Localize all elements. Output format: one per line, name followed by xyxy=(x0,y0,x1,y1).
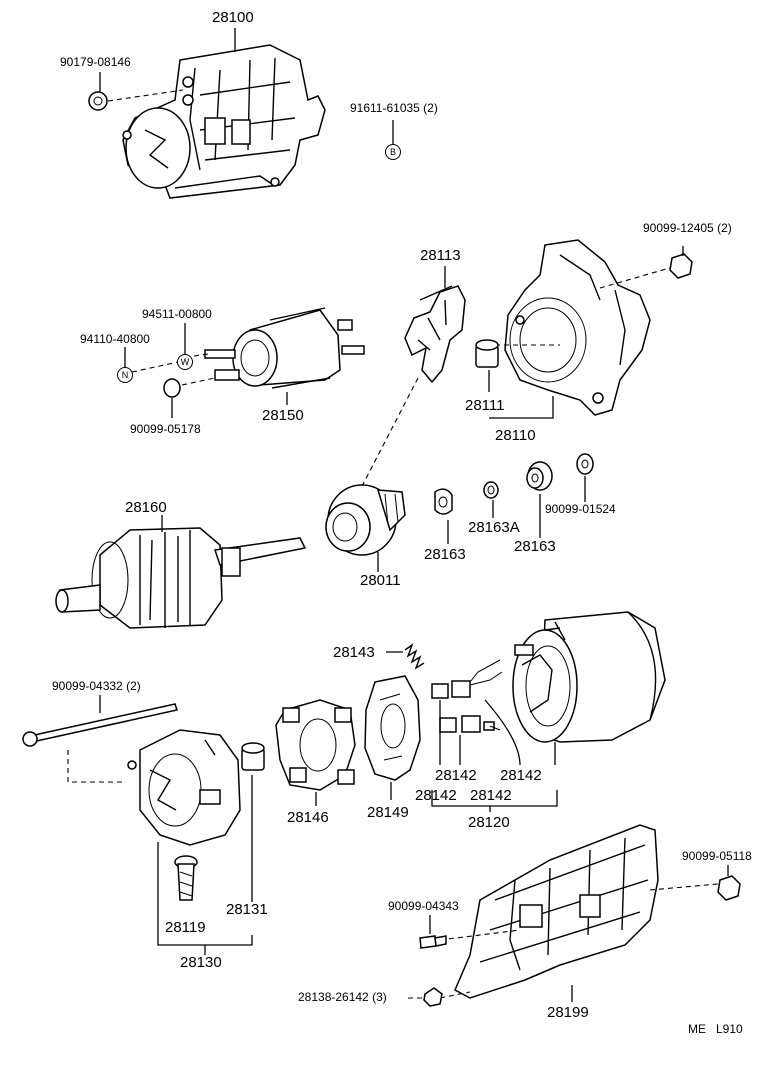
label-91611-61035: 91611-61035 (2) xyxy=(350,101,438,115)
plate-28149-drawing xyxy=(364,675,421,800)
label-28113: 28113 xyxy=(420,247,461,264)
label-28142-a: 28142 xyxy=(435,767,477,784)
label-28163-bearing: 28163 xyxy=(514,538,556,555)
brush-set-drawing xyxy=(431,671,503,733)
callout-badge-w: W xyxy=(177,354,193,370)
label-90099-04332: 90099-04332 (2) xyxy=(52,679,141,693)
bearing-28163-drawing xyxy=(526,461,553,538)
footer-code: ME L910 xyxy=(688,1022,743,1036)
label-90099-05118: 90099-05118 xyxy=(682,849,752,863)
label-28111: 28111 xyxy=(465,397,505,414)
snap-ring-28163A-drawing xyxy=(483,481,499,518)
label-28011: 28011 xyxy=(360,572,401,589)
label-90099-04343: 90099-04343 xyxy=(388,899,459,913)
starter-assembly-drawing xyxy=(122,44,326,199)
label-28163-retainer: 28163 xyxy=(424,546,466,563)
callout-badge-b: B xyxy=(385,144,401,160)
label-28131: 28131 xyxy=(226,901,268,918)
through-bolt-drawing xyxy=(22,695,178,783)
drive-housing-drawing xyxy=(495,239,681,416)
brush-holder-drawing xyxy=(275,699,356,806)
bush-28111-drawing xyxy=(475,339,499,392)
label-28119: 28119 xyxy=(165,919,206,936)
label-90099-05178: 90099-05178 xyxy=(130,422,201,436)
label-28160: 28160 xyxy=(125,499,167,516)
label-28120: 28120 xyxy=(468,814,510,831)
bolt-90099-04343-drawing xyxy=(419,915,447,949)
label-28138-26142: 28138-26142 (3) xyxy=(298,990,387,1004)
label-28100: 28100 xyxy=(212,9,254,26)
label-90099-12405: 90099-12405 (2) xyxy=(643,221,732,235)
yoke-drawing xyxy=(469,611,666,743)
clutch-drawing xyxy=(325,484,406,572)
cover-28199-drawing xyxy=(439,824,719,1002)
label-28142-c: 28142 xyxy=(415,787,457,804)
label-28146: 28146 xyxy=(287,809,329,826)
end-frame-drawing xyxy=(127,729,241,846)
label-28130: 28130 xyxy=(180,954,222,971)
nut-90099-05118-drawing xyxy=(717,865,741,901)
nut-90179-drawing xyxy=(88,89,184,111)
label-28142-d: 28142 xyxy=(470,787,512,804)
label-28199: 28199 xyxy=(547,1004,589,1021)
retainer-28163-drawing xyxy=(434,488,453,544)
label-28110: 28110 xyxy=(495,427,536,444)
label-90179-08146: 90179-08146 xyxy=(60,55,131,69)
label-94511-00800: 94511-00800 xyxy=(142,307,212,321)
label-94110-40800: 94110-40800 xyxy=(80,332,150,346)
label-90099-01524: 90099-01524 xyxy=(545,502,616,516)
nut-28138-drawing xyxy=(408,987,443,1007)
label-28163A: 28163A xyxy=(468,519,520,536)
washer-90099-05178-drawing xyxy=(163,377,216,418)
label-28149: 28149 xyxy=(367,804,409,821)
drive-lever-drawing xyxy=(359,266,466,491)
callout-badge-n: N xyxy=(117,367,133,383)
spring-28143-drawing xyxy=(386,643,425,670)
nut-90099-12405-drawing xyxy=(669,246,693,279)
armature-drawing xyxy=(55,515,307,629)
label-28143: 28143 xyxy=(333,644,375,661)
bush-28131-drawing xyxy=(241,742,265,902)
screw-28119-drawing xyxy=(174,855,198,901)
label-28142-b: 28142 xyxy=(500,767,542,784)
washer-90099-01524-drawing xyxy=(576,453,594,502)
label-28150: 28150 xyxy=(262,407,304,424)
solenoid-drawing xyxy=(204,307,365,405)
